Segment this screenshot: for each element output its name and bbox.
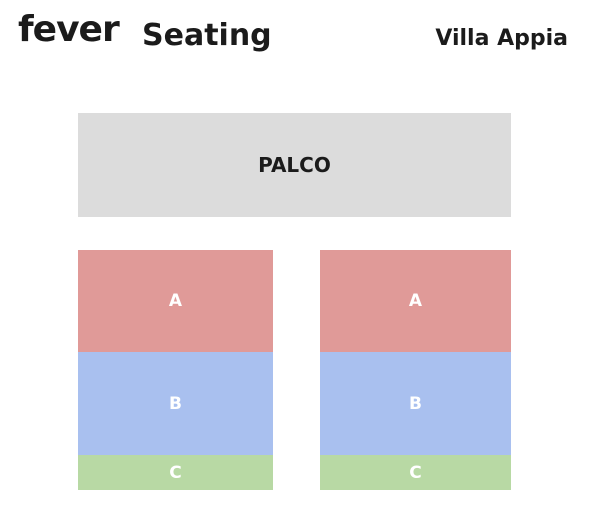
stage-label: PALCO [258,153,331,177]
section-left-a[interactable]: A [78,250,273,352]
section-label: C [409,462,422,483]
header: fever Seating Villa Appia [0,0,590,70]
page-title: Seating [142,18,272,53]
section-left-c[interactable]: C [78,455,273,490]
section-label: C [169,462,182,483]
fever-logo: fever [18,9,120,50]
section-right-b[interactable]: B [320,352,511,455]
section-label: B [409,393,422,414]
stage-area: PALCO [78,113,511,217]
section-label: B [169,393,182,414]
section-right-c[interactable]: C [320,455,511,490]
section-right-a[interactable]: A [320,250,511,352]
venue-name: Villa Appia [435,26,568,51]
section-label: A [168,291,183,311]
section-label: A [408,291,423,311]
section-left-b[interactable]: B [78,352,273,455]
